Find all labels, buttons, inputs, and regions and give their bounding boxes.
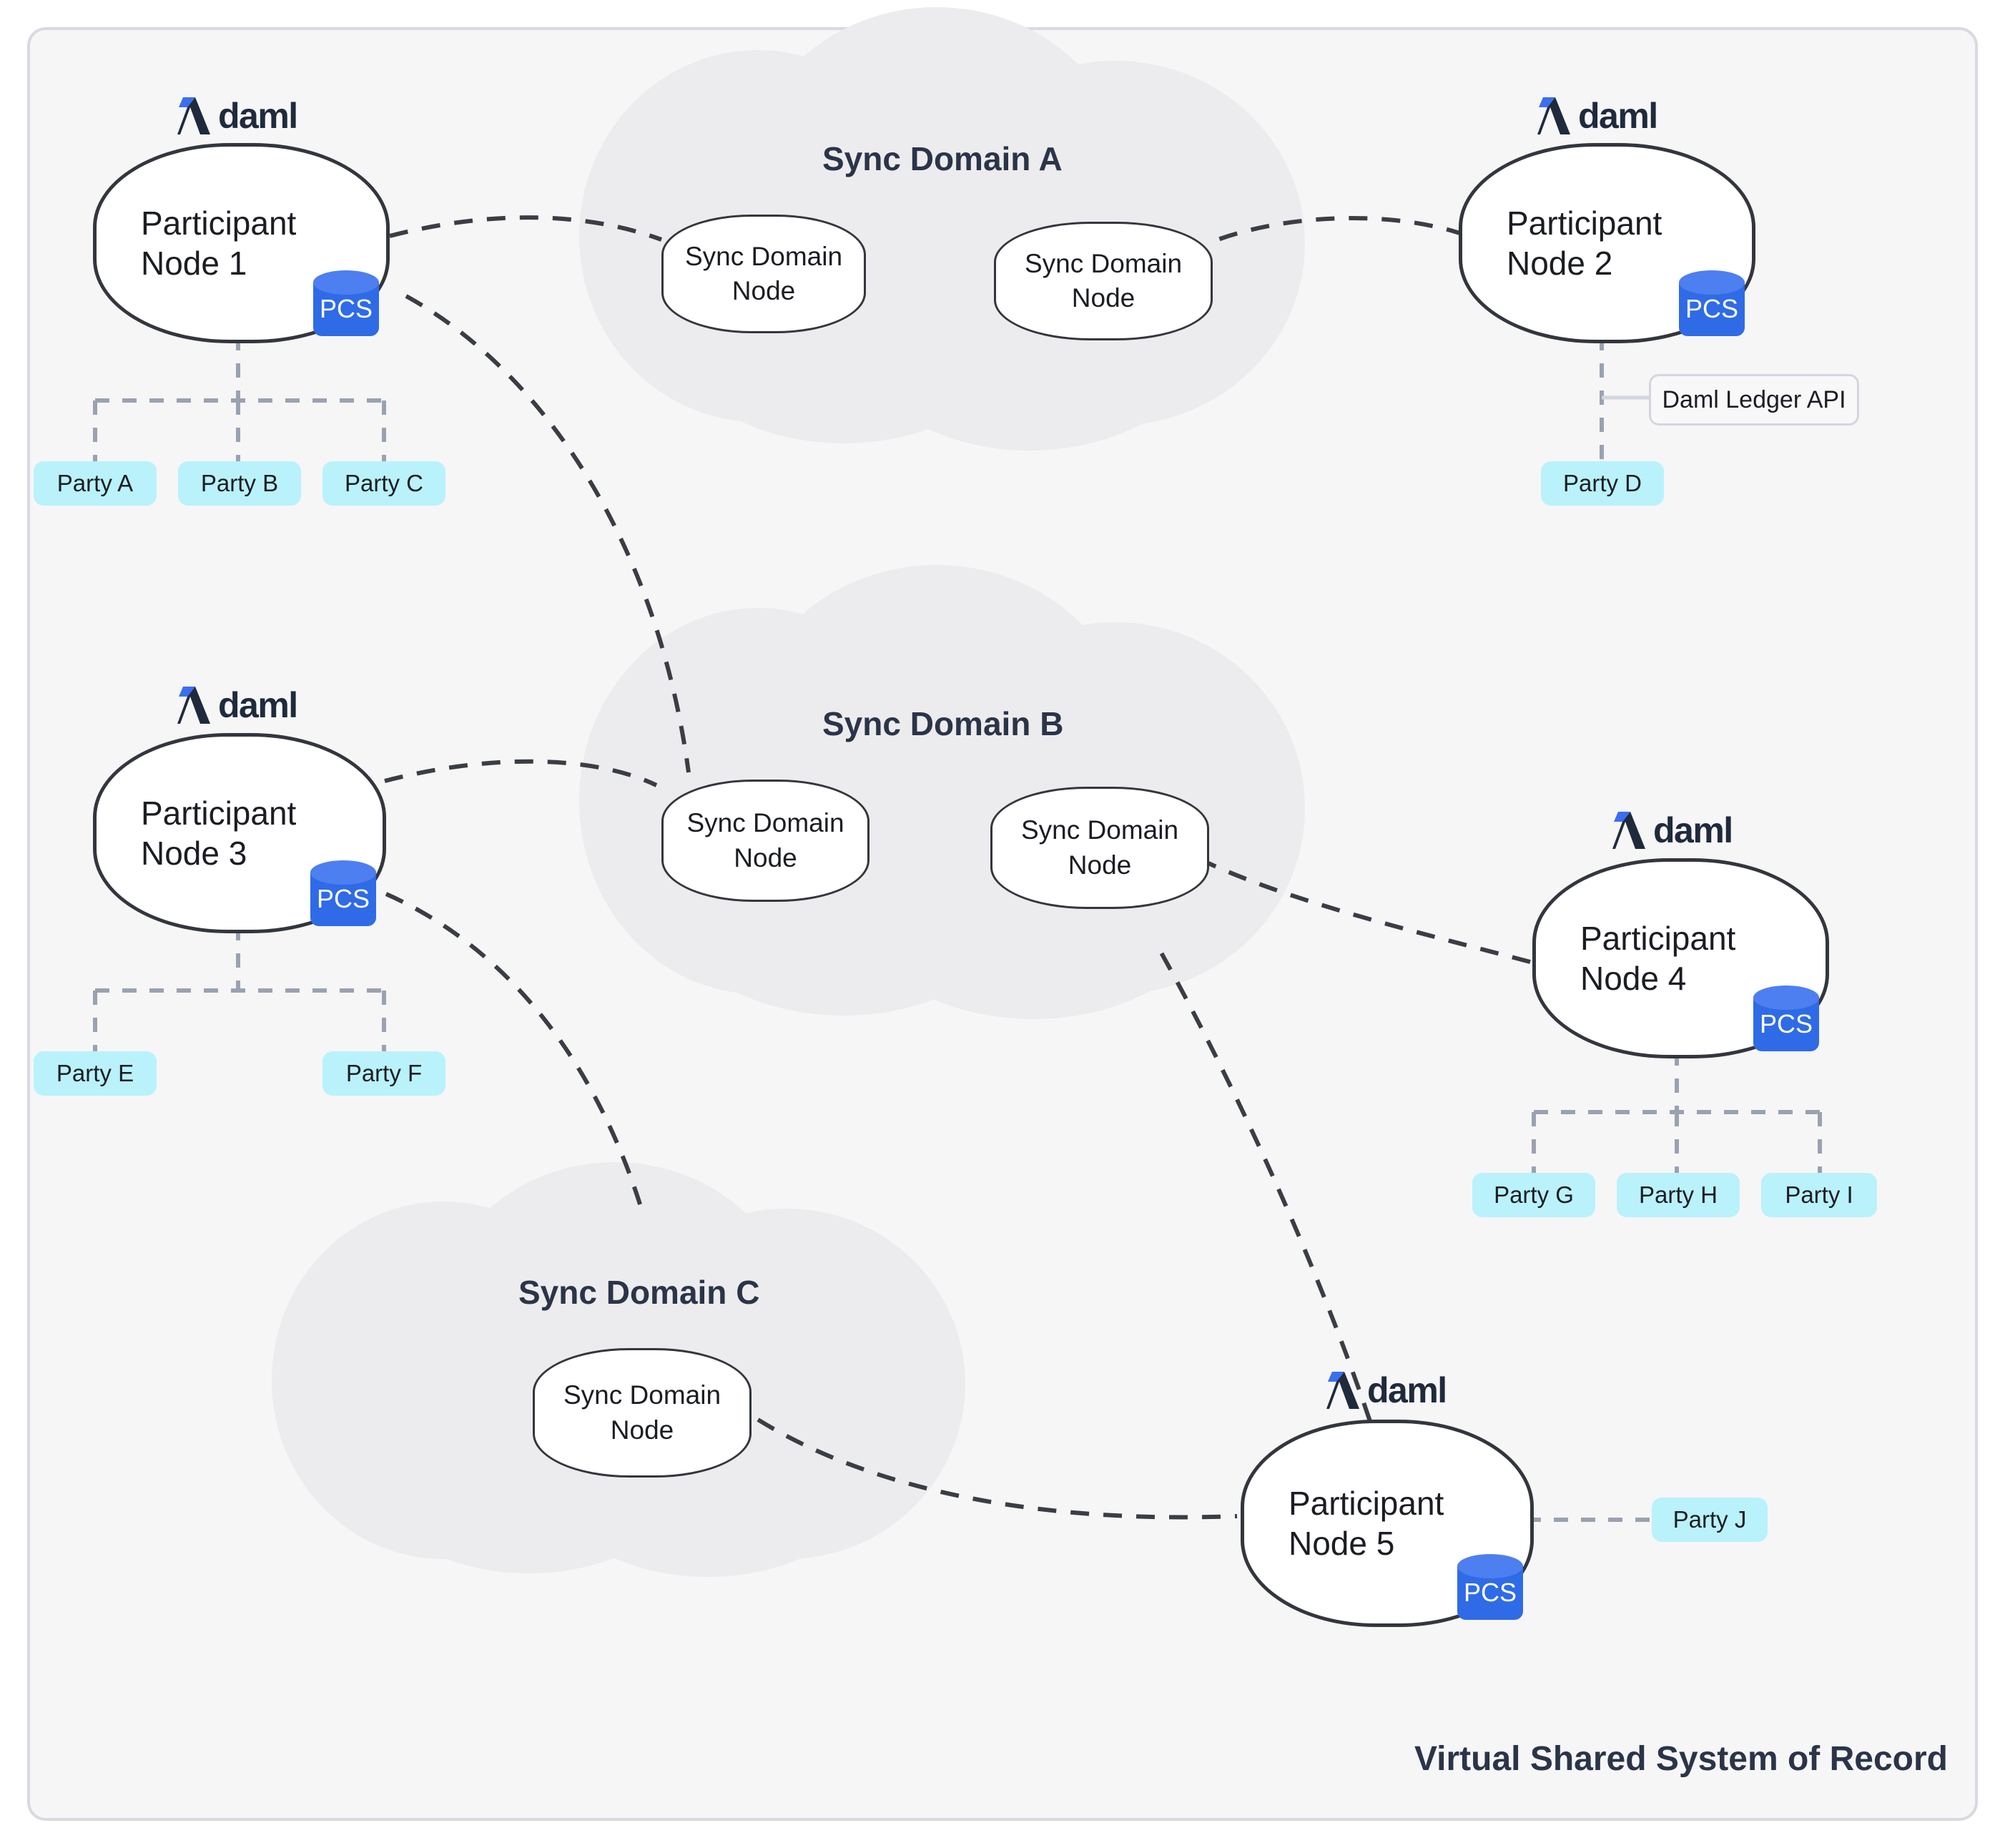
daml-mark-icon: [177, 687, 210, 724]
daml-logo-pn1: daml: [177, 96, 298, 136]
party-chip-e[interactable]: Party E: [34, 1051, 157, 1096]
party-label: Party A: [56, 470, 134, 496]
party-label: Party H: [1638, 1181, 1718, 1208]
daml-logo-pn2: daml: [1537, 96, 1658, 136]
daml-wordmark: daml: [218, 96, 298, 136]
pcs-label: PCS: [316, 884, 370, 913]
party-chip-j[interactable]: Party J: [1652, 1498, 1768, 1542]
party-chip-h[interactable]: Party H: [1617, 1173, 1740, 1217]
daml-ledger-api-label: Daml Ledger API: [1662, 385, 1846, 413]
daml-logo-pn3: daml: [177, 685, 298, 725]
participant-node-2[interactable]: Participant Node 2: [1459, 143, 1755, 343]
footer-title: Virtual Shared System of Record: [1414, 1740, 1948, 1778]
participant-node-1[interactable]: Participant Node 1: [93, 143, 390, 343]
sync-domain-node-label: Sync Domain Node: [686, 808, 844, 873]
pcs-label: PCS: [1759, 1009, 1813, 1038]
sync-domain-node-label: Sync Domain Node: [563, 1380, 721, 1445]
sync-domain-node-label: Sync Domain Node: [1024, 248, 1183, 313]
pcs-storage-pn2: PCS: [1679, 270, 1745, 336]
daml-wordmark: daml: [1578, 96, 1658, 136]
party-chip-a[interactable]: Party A: [34, 461, 157, 506]
daml-wordmark: daml: [218, 685, 298, 725]
participant-node-label: Participant Node 1: [141, 204, 297, 282]
participant-node-label: Participant Node 2: [1507, 204, 1662, 282]
cloud-title-sync-domain-a: Sync Domain A: [822, 140, 1063, 177]
party-chip-i[interactable]: Party I: [1761, 1173, 1877, 1217]
pcs-cylinder-top: [1457, 1554, 1523, 1578]
pcs-storage-pn4: PCS: [1753, 986, 1819, 1051]
pcs-cylinder-top: [1753, 986, 1819, 1010]
daml-logo-pn5: daml: [1326, 1372, 1447, 1409]
daml-logo-pn4: daml: [1612, 812, 1733, 849]
party-label: Party C: [344, 470, 424, 496]
party-label: Party B: [200, 470, 279, 496]
cloud-title-sync-domain-b: Sync Domain B: [822, 705, 1064, 742]
party-label: Party D: [1562, 470, 1642, 496]
cloud-title-sync-domain-c: Sync Domain C: [518, 1274, 760, 1311]
participant-node-label: Participant Node 3: [141, 794, 297, 872]
party-label: Party J: [1673, 1506, 1747, 1533]
daml-mark-icon: [1326, 1372, 1359, 1409]
daml-wordmark: daml: [1653, 810, 1733, 850]
pcs-cylinder-top: [1679, 270, 1745, 295]
pcs-storage-pn1: PCS: [313, 270, 379, 336]
participant-node-label: Participant Node 5: [1289, 1484, 1444, 1562]
sync-domain-node-label: Sync Domain Node: [1020, 815, 1179, 880]
sync-domain-node-label: Sync Domain Node: [684, 241, 843, 305]
pcs-label: PCS: [1463, 1578, 1517, 1607]
pcs-cylinder-top: [313, 270, 379, 295]
sync-domain-node-b1[interactable]: Sync Domain Node: [661, 780, 870, 902]
daml-wordmark: daml: [1367, 1370, 1447, 1410]
party-chip-g[interactable]: Party G: [1472, 1173, 1595, 1217]
daml-ledger-api-box[interactable]: Daml Ledger API: [1649, 374, 1859, 426]
party-label: Party G: [1494, 1181, 1574, 1208]
sync-domain-node-b2[interactable]: Sync Domain Node: [990, 787, 1209, 909]
party-chip-b[interactable]: Party B: [178, 461, 301, 506]
pcs-label: PCS: [1685, 294, 1739, 323]
participant-node-5[interactable]: Participant Node 5: [1241, 1420, 1534, 1627]
party-chip-f[interactable]: Party F: [322, 1051, 445, 1096]
sync-domain-node-c1[interactable]: Sync Domain Node: [533, 1348, 752, 1478]
pcs-cylinder-top: [310, 860, 376, 885]
participant-node-3[interactable]: Participant Node 3: [93, 733, 386, 933]
party-label: Party F: [345, 1060, 423, 1086]
party-chip-c[interactable]: Party C: [322, 461, 445, 506]
daml-mark-icon: [1537, 97, 1570, 134]
pcs-storage-pn3: PCS: [310, 860, 376, 926]
pcs-storage-pn5: PCS: [1457, 1554, 1523, 1620]
sync-domain-node-a2[interactable]: Sync Domain Node: [994, 222, 1213, 340]
pcs-label: PCS: [319, 294, 373, 323]
party-label: Party I: [1785, 1181, 1853, 1208]
party-chip-d[interactable]: Party D: [1541, 461, 1664, 506]
sync-domain-node-a1[interactable]: Sync Domain Node: [661, 215, 866, 333]
participant-node-label: Participant Node 4: [1580, 919, 1736, 997]
daml-mark-icon: [177, 97, 210, 134]
party-label: Party E: [56, 1060, 134, 1086]
daml-mark-icon: [1612, 812, 1645, 849]
